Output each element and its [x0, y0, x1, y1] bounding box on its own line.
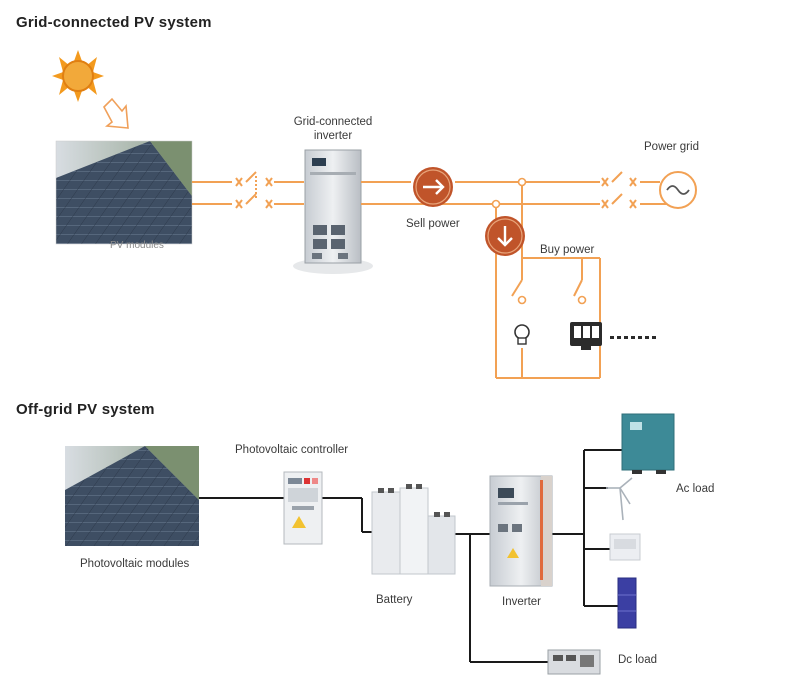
solar-panel-icon	[617, 577, 637, 629]
load-switches-icon	[511, 279, 583, 297]
sell-power-arrow-icon	[413, 167, 453, 207]
battery-bank	[371, 484, 456, 575]
battery-label: Battery	[376, 594, 413, 606]
grid-inverter-label: Grid-connected inverter	[294, 115, 373, 143]
dc-load-label: Dc load	[618, 654, 657, 666]
buy-power-label: Buy power	[540, 244, 595, 256]
offgrid-inverter-cabinet	[489, 475, 553, 587]
offgrid-wires	[199, 449, 622, 663]
wind-turbine-icon	[606, 477, 633, 521]
grid-ac-wires	[361, 181, 677, 379]
pv-controller-device	[283, 471, 323, 545]
ac-load-label: Ac load	[676, 483, 715, 495]
grid-switch-icon	[601, 171, 637, 209]
offgrid-pv-modules-image	[65, 446, 199, 546]
ac-load-cabinet-icon	[621, 413, 675, 474]
pv-controller-label: Photovoltaic controller	[235, 444, 349, 456]
junction-dots	[491, 177, 587, 305]
sunlight-arrow-icon	[103, 97, 129, 129]
appliance-load-icon	[570, 322, 602, 350]
grid-pv-modules-image	[55, 140, 193, 245]
ac-load-appliance-icon	[609, 533, 641, 561]
grid-section-title: Grid-connected PV system	[16, 14, 212, 31]
power-grid-ac-icon	[659, 171, 697, 209]
dc-load-device-icon	[547, 649, 601, 675]
offgrid-inverter-label: Inverter	[502, 596, 541, 608]
more-loads-dots	[610, 336, 656, 339]
grid-inverter-cabinet	[293, 149, 373, 274]
dc-switch-icon	[235, 171, 273, 209]
grid-dc-wires	[192, 181, 304, 205]
sun-icon	[52, 50, 104, 102]
power-grid-label: Power grid	[644, 141, 699, 153]
light-bulb-icon	[510, 318, 534, 348]
grid-inverter-label-line2: inverter	[313, 130, 353, 142]
grid-pv-modules-label: PV modules	[110, 240, 164, 251]
offgrid-pv-modules-label: Photovoltaic modules	[80, 558, 190, 570]
grid-inverter-label-line1: Grid-connected	[293, 116, 373, 128]
sell-power-label: Sell power	[406, 218, 460, 230]
offgrid-section-title: Off-grid PV system	[16, 401, 155, 418]
buy-power-arrow-icon	[485, 216, 525, 256]
